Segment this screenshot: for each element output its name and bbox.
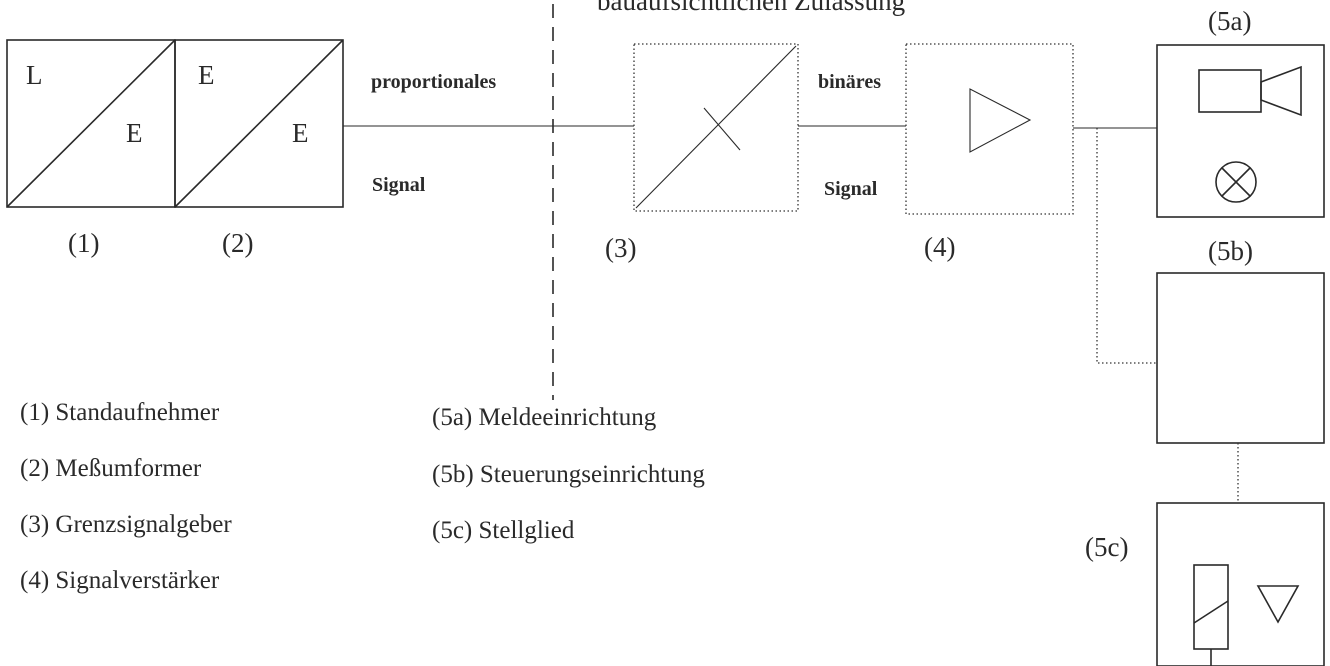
- block-4-number: (4): [924, 232, 955, 262]
- block-1-number: (1): [68, 228, 99, 258]
- block-2-frame: [174, 39, 344, 208]
- legend-item-5a: (5a) Meldeeinrichtung: [432, 404, 657, 431]
- block-3-frame: [633, 43, 799, 212]
- block-2-transducer: E E: [174, 39, 344, 208]
- horn-icon: [1198, 65, 1302, 117]
- signal-lamp-icon: [1215, 161, 1257, 203]
- block-3-cross-mark: [703, 107, 741, 151]
- block-5b-number: (5b): [1208, 236, 1253, 266]
- block-3-diagonal: [635, 45, 797, 209]
- amplifier-triangle-icon: [969, 88, 1032, 153]
- block-4-frame: [905, 43, 1074, 215]
- binary-signal-label-top: binäres: [818, 71, 881, 93]
- solenoid-coil-icon: [1193, 564, 1229, 666]
- block-4-signal-amplifier: [905, 43, 1074, 215]
- legend-item-5c: (5c) Stellglied: [432, 517, 575, 544]
- binary-signal-label-bottom: Signal: [824, 178, 878, 200]
- legend-item-1: (1) Standaufnehmer: [20, 399, 220, 426]
- legend-item-4: (4) Signalverstärker: [20, 567, 220, 594]
- block-2-diagonal: [174, 39, 344, 208]
- block-3-limit-signal-transmitter: [633, 43, 799, 212]
- proportional-signal-label-bottom: Signal: [372, 174, 426, 196]
- legend-item-5b: (5b) Steuerungseinrichtung: [432, 461, 705, 488]
- block-3-number: (3): [605, 233, 636, 263]
- block-5b-control-unit: [1156, 272, 1325, 444]
- valve-triangle-icon: [1256, 585, 1300, 624]
- block-5c-frame: [1156, 502, 1325, 666]
- output-line-to-5b: [1096, 128, 1157, 364]
- block-1-output-symbol: E: [126, 118, 143, 148]
- block-5a-signaling-device: [1156, 44, 1325, 218]
- legend: (1) Standaufnehmer (2) Meßumformer (3) G…: [20, 399, 705, 594]
- legend-item-2: (2) Meßumformer: [20, 455, 202, 482]
- legend-item-3: (3) Grenzsignalgeber: [20, 511, 232, 538]
- proportional-signal-label-top: proportionales: [371, 71, 496, 93]
- block-1-input-symbol: L: [26, 60, 43, 90]
- block-5a-frame: [1156, 44, 1325, 218]
- block-1-level-sensor: L E: [6, 39, 176, 208]
- block-5a-number: (5a): [1208, 6, 1251, 36]
- block-2-input-symbol: E: [198, 60, 215, 90]
- block-2-number: (2): [222, 228, 253, 258]
- block-2-output-symbol: E: [292, 118, 309, 148]
- block-5c-actuator: [1156, 502, 1325, 666]
- header-approval-text: bauaufsichtlichen Zulassung: [597, 0, 905, 16]
- block-5c-number: (5c): [1085, 532, 1128, 562]
- block-1-diagonal: [6, 39, 176, 208]
